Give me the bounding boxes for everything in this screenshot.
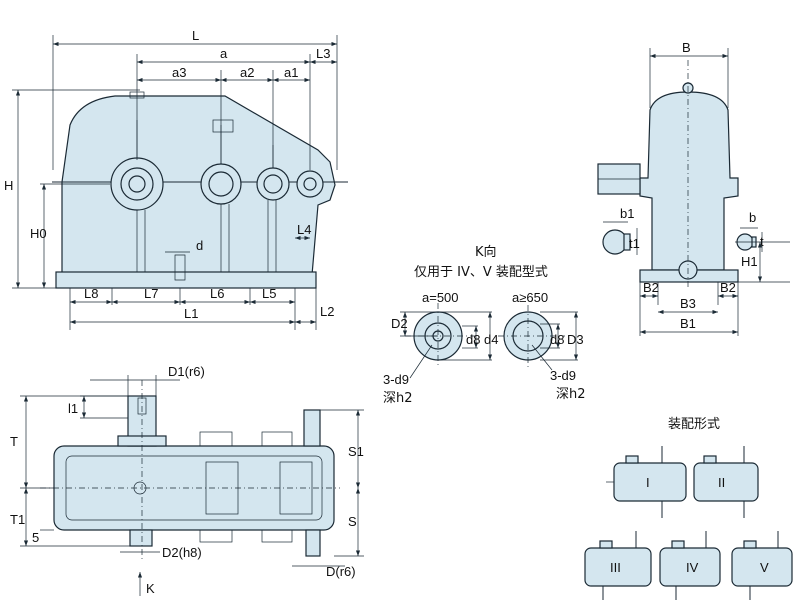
dim-H: H xyxy=(4,178,13,193)
dim-t1: t1 xyxy=(629,236,640,251)
k-view-subtitle: 仅用于 IV、V 装配型式 xyxy=(414,265,548,280)
assembly-type-2: II xyxy=(693,446,759,518)
dim-L2: L2 xyxy=(320,304,334,319)
dim-H0: H0 xyxy=(30,226,47,241)
dim-L: L xyxy=(192,28,199,43)
k-left-note-1: 3-d9 xyxy=(383,372,409,387)
assembly-type-4: IV xyxy=(659,531,721,600)
front-dimensions: L a L3 a3 a2 a1 H H0 xyxy=(4,28,338,330)
assembly-label-4: IV xyxy=(686,560,699,575)
dim-B2-left: B2 xyxy=(643,280,659,295)
plan-view: D1(r6) l1 T T1 5 S1 S D2(h8) D(r6) xyxy=(10,364,364,596)
assembly-label-2: II xyxy=(718,475,725,490)
dim-T1: T1 xyxy=(10,512,25,527)
front-base xyxy=(55,271,317,289)
side-dimensions: B b1 t1 b t H1 B2 B2 B3 B1 xyxy=(603,40,790,336)
k-right-note-1: 3-d9 xyxy=(550,368,576,383)
dim-S: S xyxy=(348,514,357,529)
assembly-label-3: III xyxy=(610,560,621,575)
k-dim-D2: D2 xyxy=(391,316,408,331)
k-view-title: K向 xyxy=(475,244,497,260)
assembly-type-1: I xyxy=(606,446,687,518)
dim-L5: L5 xyxy=(262,286,276,301)
k-dim-D3: D3 xyxy=(567,332,584,347)
assembly-label-5: V xyxy=(760,560,769,575)
k-dim-d8-right: d8 xyxy=(550,332,564,347)
assembly-label-1: I xyxy=(646,475,650,490)
plan-bottom-shaft-right xyxy=(305,529,321,557)
side-housing xyxy=(639,91,739,271)
dim-L6: L6 xyxy=(210,286,224,301)
dim-B3: B3 xyxy=(680,296,696,311)
dim-L3: L3 xyxy=(316,46,330,61)
dim-t: t xyxy=(760,234,764,249)
dim-a3: a3 xyxy=(172,65,186,80)
front-bearings xyxy=(110,157,324,211)
dim-L1: L1 xyxy=(184,306,198,321)
dim-B: B xyxy=(682,40,691,55)
dim-b1: b1 xyxy=(620,206,634,221)
k-right-note-2: 深h2 xyxy=(556,387,586,402)
dim-L7: L7 xyxy=(144,286,158,301)
plan-bottom-shaft-left xyxy=(129,529,153,547)
dim-b: b xyxy=(749,210,756,225)
assembly-title: 装配形式 xyxy=(668,417,720,432)
dim-D2h8: D2(h8) xyxy=(162,545,202,560)
k-left-flange: D2 d8 d4 3-d9 深h2 xyxy=(383,303,498,406)
front-housing xyxy=(61,95,336,276)
dim-a2: a2 xyxy=(240,65,254,80)
k-left-note-2: 深h2 xyxy=(383,391,413,406)
dim-d: d xyxy=(196,238,203,253)
assembly-type-5: V xyxy=(731,531,793,600)
k-view: K向 仅用于 IV、V 装配型式 a=500 a≥650 D2 d8 d4 3-… xyxy=(383,244,586,406)
dim-Dr6: D(r6) xyxy=(326,564,356,579)
k-dim-d4: d4 xyxy=(484,332,498,347)
side-view: B b1 t1 b t H1 B2 B2 B3 B1 xyxy=(597,40,790,336)
dim-L4: L4 xyxy=(297,222,311,237)
dim-B1: B1 xyxy=(680,316,696,331)
dim-H1: H1 xyxy=(741,254,758,269)
dim-a: a xyxy=(220,46,228,61)
dim-a1: a1 xyxy=(284,65,298,80)
dim-5: 5 xyxy=(32,530,39,545)
assembly-type-3: III xyxy=(584,531,652,600)
k-right-condition: a≥650 xyxy=(512,290,548,305)
dim-D1r6: D1(r6) xyxy=(168,364,205,379)
k-left-condition: a=500 xyxy=(422,290,459,305)
plan-input-shaft xyxy=(303,409,321,447)
dim-T: T xyxy=(10,434,18,449)
assembly-types: 装配形式 I II III xyxy=(584,417,793,600)
plan-k-label: K xyxy=(146,581,155,596)
front-view: L a L3 a3 a2 a1 H H0 xyxy=(4,28,348,330)
dim-l1: l1 xyxy=(68,401,78,416)
k-right-flange: d8 D3 3-d9 深h2 xyxy=(498,305,586,402)
dim-L8: L8 xyxy=(84,286,98,301)
k-dim-d8-left: d8 xyxy=(466,332,480,347)
dim-S1: S1 xyxy=(348,444,364,459)
plan-dimensions: D1(r6) l1 T T1 5 S1 S D2(h8) D(r6) xyxy=(10,364,364,596)
dim-B2-right: B2 xyxy=(720,280,736,295)
